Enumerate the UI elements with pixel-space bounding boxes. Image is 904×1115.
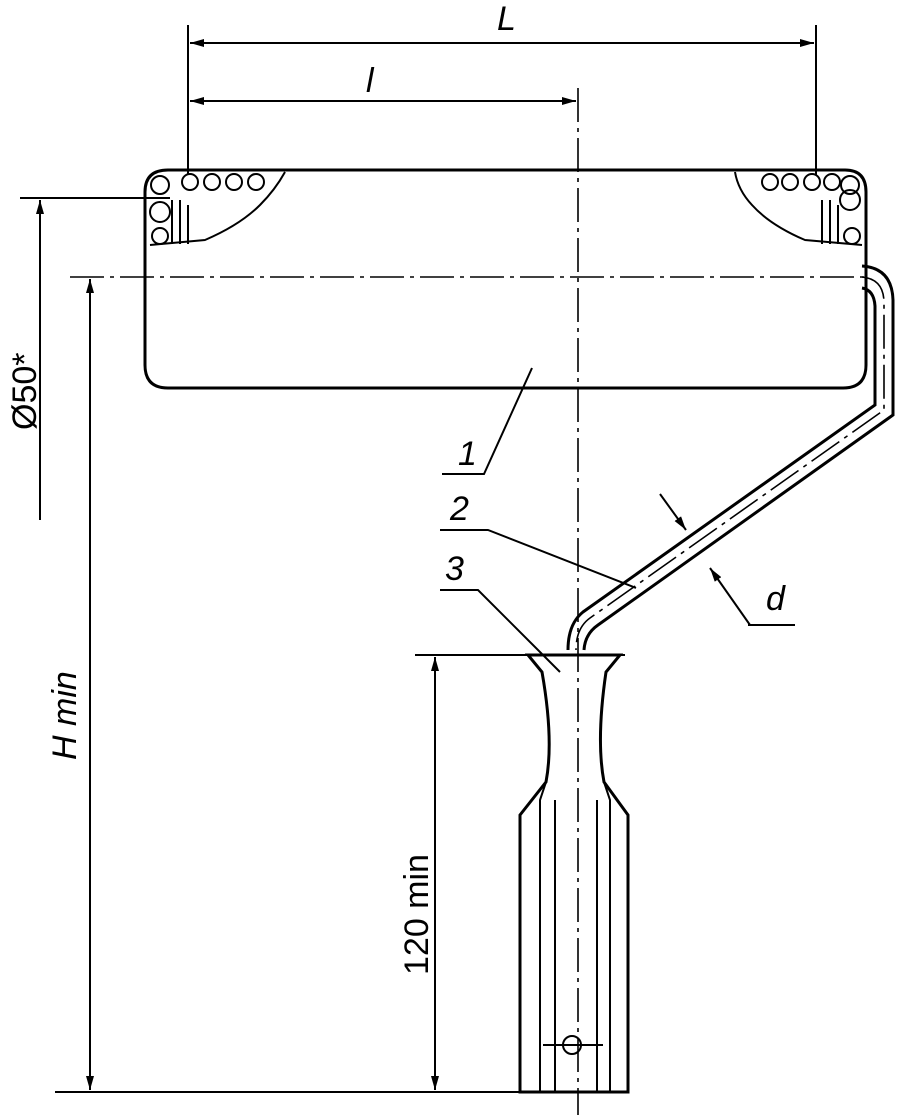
handle — [518, 653, 630, 1094]
label-handle-length: 120 min — [398, 854, 436, 975]
part-number-3: 3 — [445, 550, 464, 588]
dimension-d: d — [659, 493, 795, 626]
leader-3: 3 — [440, 550, 561, 673]
part-number-2: 2 — [449, 490, 469, 528]
dimension-H: H min — [46, 279, 522, 1093]
label-d: d — [766, 580, 786, 618]
leader-2: 2 — [440, 490, 637, 589]
wire-frame — [566, 264, 895, 651]
dimension-L: L — [187, 0, 817, 175]
label-L: L — [497, 0, 516, 38]
roller-body — [143, 168, 868, 390]
part-number-1: 1 — [458, 435, 477, 473]
label-l: l — [366, 62, 375, 100]
label-H: H min — [46, 671, 84, 760]
dimension-handle-length: 120 min — [398, 654, 625, 1090]
dimension-l: l — [190, 62, 576, 105]
dimension-diameter: Ø50* — [6, 197, 170, 520]
leader-1: 1 — [442, 367, 533, 475]
label-diameter: Ø50* — [6, 353, 44, 431]
label-H-text: H min — [46, 671, 84, 760]
